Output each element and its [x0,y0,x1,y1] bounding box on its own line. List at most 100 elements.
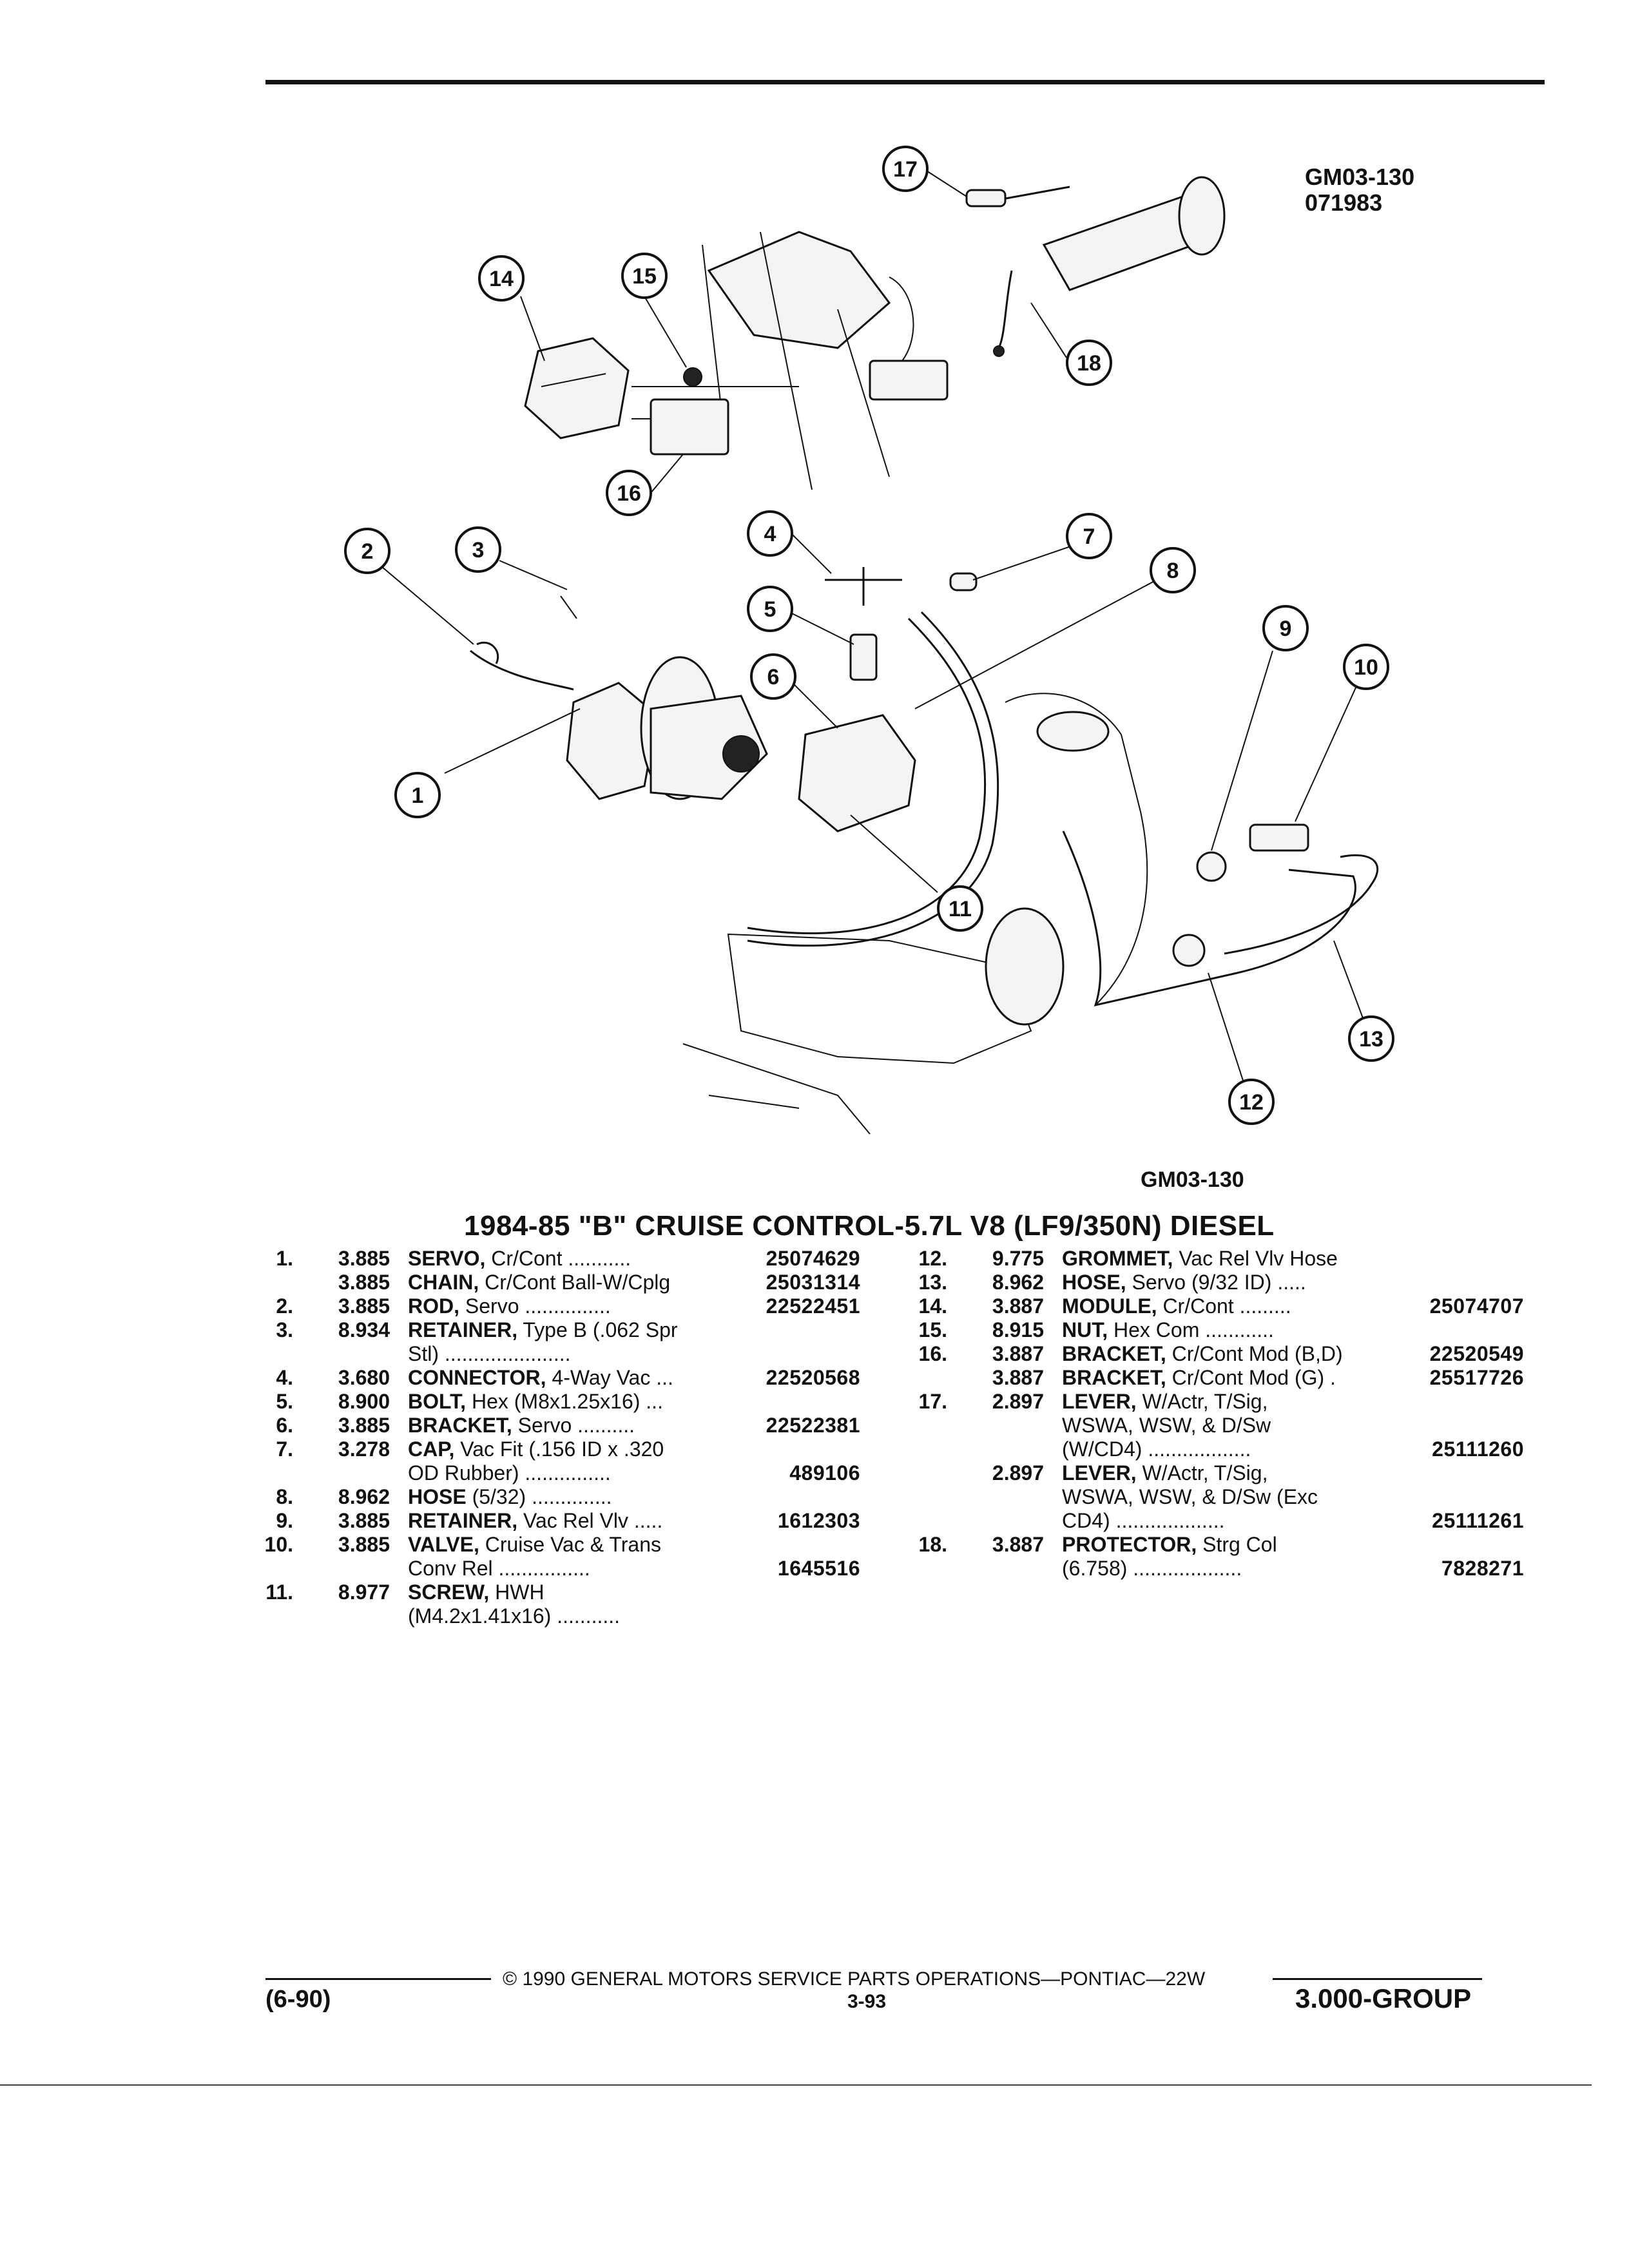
svg-text:4: 4 [764,522,776,546]
item-description: Stl) ...................... [408,1342,860,1366]
svg-text:3: 3 [472,538,485,562]
group-code: 2.897 [992,1390,1044,1413]
steering-column-assembly [702,176,1226,490]
item-number [245,1342,293,1366]
item-description: RETAINER, Type B (.062 Spr [408,1318,860,1342]
item-description: ROD, Servo ...............22522451 [408,1294,860,1318]
callout-8: 8 [1150,547,1196,593]
item-desc: Cr/Cont ......... [1157,1294,1291,1318]
item-description: SCREW, HWH [408,1581,860,1604]
item-description: BRACKET, Cr/Cont Mod (B,D)22520549 [1062,1342,1524,1366]
part-number: 25111260 [1432,1437,1524,1461]
group-code [293,1557,390,1581]
part-number: 25074707 [1429,1294,1524,1318]
group-code: 8.962 [338,1485,390,1508]
item-desc: Servo .......... [512,1414,635,1437]
part-number: 1645516 [777,1557,860,1580]
svg-text:17: 17 [893,157,918,182]
part-number [856,1318,860,1342]
page-number: 3-93 [847,1991,887,2012]
item-desc: (W/CD4) .................. [1062,1437,1251,1461]
item-number: 9. [276,1509,293,1532]
part-number: 25111261 [1432,1509,1524,1532]
item-desc: Vac Rel Vlv ..... [517,1509,663,1532]
callout-18: 18 [1066,340,1112,386]
callout-11: 11 [937,885,983,932]
callout-4: 4 [747,510,793,557]
item-description: LEVER, W/Actr, T/Sig, [1062,1390,1524,1414]
svg-text:2: 2 [361,539,374,564]
item-desc: Cr/Cont Ball-W/Cplg [479,1271,671,1294]
item-name: BRACKET, [1062,1342,1166,1365]
item-number [899,1509,947,1533]
item-number: 18. [918,1533,947,1556]
item-desc: Cr/Cont ........... [485,1247,631,1270]
callout-15: 15 [621,253,668,299]
group-code: 3.885 [338,1271,390,1294]
item-number [899,1437,947,1461]
item-name: GROMMET, [1062,1247,1173,1270]
item-description: CONNECTOR, 4-Way Vac ...22520568 [408,1366,860,1390]
svg-text:16: 16 [617,481,641,506]
part-number [1520,1390,1524,1414]
part-number [1520,1318,1524,1342]
item-description: (M4.2x1.41x16) ........... [408,1604,860,1628]
item-desc: (5/32) .............. [466,1485,612,1508]
group-code [947,1509,1044,1533]
svg-text:10: 10 [1354,655,1378,680]
item-description: HOSE (5/32) .............. [408,1485,860,1509]
engine-outline [682,693,1148,1135]
item-number: 3. [276,1318,293,1341]
callout-9: 9 [1262,605,1309,651]
item-number: 15. [918,1318,947,1341]
group-code: 3.885 [338,1414,390,1437]
callout-7: 7 [1066,513,1112,559]
part-number: 25031314 [766,1271,860,1294]
item-desc: Servo (9/32 ID) ..... [1126,1271,1306,1294]
item-description: MODULE, Cr/Cont .........25074707 [1062,1294,1524,1318]
parts-list-row: Conv Rel ................1645516 [245,1557,860,1581]
item-desc: Servo ............... [459,1294,611,1318]
item-desc: Cruise Vac & Trans [479,1533,661,1556]
callout-17: 17 [882,146,929,192]
svg-text:18: 18 [1077,351,1101,376]
parts-list-row: 17. 2.897 LEVER, W/Actr, T/Sig, [899,1390,1524,1414]
item-desc: (M4.2x1.41x16) ........... [408,1604,621,1628]
item-number: 17. [918,1390,947,1413]
callout-10: 10 [1343,644,1389,690]
part-number: 25074629 [766,1247,860,1270]
figure-id-date: 071983 [1305,189,1383,216]
group-code [947,1557,1044,1581]
servo-assembly [470,595,768,800]
part-number [856,1533,860,1557]
svg-text:7: 7 [1083,524,1095,549]
item-description: VALVE, Cruise Vac & Trans [408,1533,860,1557]
item-description: LEVER, W/Actr, T/Sig, [1062,1461,1524,1485]
item-name: NUT, [1062,1318,1108,1341]
svg-text:5: 5 [764,597,776,622]
item-name: BRACKET, [1062,1366,1166,1389]
group-code [947,1414,1044,1437]
item-description: CD4) ...................25111261 [1062,1509,1524,1533]
item-desc: Stl) ...................... [408,1342,571,1365]
group-code: 3.885 [338,1509,390,1532]
item-number [899,1485,947,1509]
part-number: 7828271 [1441,1557,1524,1580]
parts-list-row: WSWA, WSW, & D/Sw (Exc [899,1485,1524,1509]
exploded-parts-diagram: 1 2 3 4 5 6 7 8 9 10 11 12 13 14 15 16 1… [344,146,1394,1135]
item-name: CONNECTOR, [408,1366,546,1389]
item-number: 5. [276,1390,293,1413]
item-description: PROTECTOR, Strg Col [1062,1533,1524,1557]
item-description: CAP, Vac Fit (.156 ID x .320 [408,1437,860,1461]
leader-lines [381,167,1364,1083]
parts-list-row: (W/CD4) .................. 25111260 [899,1437,1524,1461]
item-desc: WSWA, WSW, & D/Sw [1062,1414,1271,1437]
group-code: 8.900 [338,1390,390,1413]
